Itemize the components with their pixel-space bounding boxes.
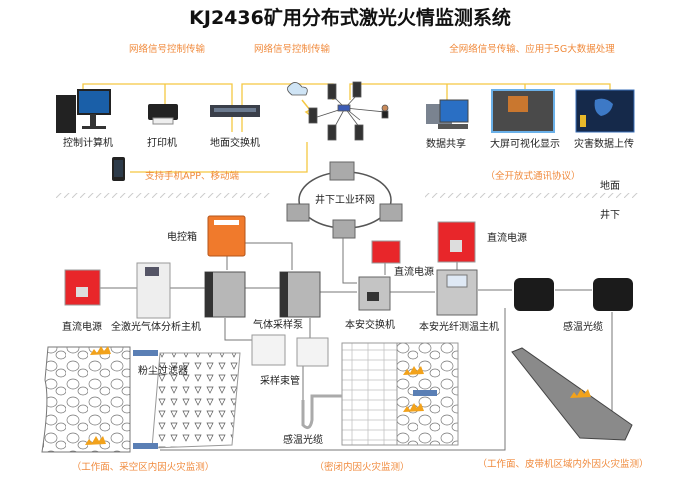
- device-label-printer: 打印机: [147, 136, 177, 149]
- label-gas-analyzer: 全激光气体分析主机: [111, 320, 201, 333]
- dc-power-mid: [371, 240, 401, 264]
- gas-analyzer: [136, 262, 171, 319]
- dc-power-left: [64, 269, 101, 306]
- device-label-surface-switch: 地面交换机: [210, 136, 260, 149]
- label-gas-pump: 气体采样泵: [253, 318, 303, 331]
- gas-pump-2: [279, 271, 321, 318]
- surface-zone-label: 地面: [600, 179, 620, 192]
- fiber-temperature-host: [436, 269, 478, 316]
- scene-label-belt: （工作面、皮带机区域内外因火灾监测）: [477, 458, 648, 470]
- ground-line-right: [425, 193, 640, 198]
- device-label-big-screen: 大屏可视化显示: [490, 137, 560, 150]
- goaf-scene: [41, 346, 241, 453]
- label-dc-power-right: 直流电源: [487, 231, 527, 244]
- link-label-1: 网络信号控制传输: [129, 43, 206, 55]
- control-computer-icon: [56, 89, 111, 133]
- label-dc-power-left: 直流电源: [62, 320, 102, 333]
- cable-reel-2: [593, 278, 633, 311]
- belt-conveyor-scene: [511, 347, 633, 441]
- device-label-control-computer: 控制计算机: [63, 136, 113, 149]
- gas-pump-1: [204, 271, 246, 318]
- label-safe-switch: 本安交换机: [345, 318, 395, 331]
- electric-control-box: [207, 215, 246, 257]
- label-dust-filter: 粉尘过滤器: [138, 364, 188, 377]
- label-cable-right: 感温光缆: [563, 320, 603, 333]
- label-electric-box: 电控箱: [167, 230, 197, 243]
- ring-network-label: 井下工业环网: [315, 193, 375, 206]
- sampling-boxes: [251, 334, 329, 367]
- label-sample-tube: 采样束管: [260, 374, 300, 387]
- big-screen-icon: [491, 89, 555, 133]
- mobile-phone-icon: [112, 157, 125, 181]
- diagram-title: KJ2436矿用分布式激光火情监测系统: [189, 6, 511, 29]
- surface-switch-icon: [210, 105, 260, 117]
- scene-label-sealed: （密闭内因火灾监测）: [314, 461, 409, 473]
- disaster-upload-icon: [575, 89, 635, 133]
- printer-icon: [148, 104, 178, 125]
- industrial-ring-network: [286, 161, 403, 239]
- ground-line-left: [55, 193, 270, 198]
- device-label-disaster-upload: 灾害数据上传: [574, 137, 634, 150]
- scene-label-goaf: （工作面、采空区内因火灾监测）: [72, 461, 215, 473]
- label-dc-power-mid: 直流电源: [394, 265, 434, 278]
- cable-reel-1: [514, 278, 554, 311]
- link-label-3: 全网络信号传输、应用于5G大数据处理: [449, 43, 615, 55]
- dc-power-right: [437, 221, 476, 263]
- data-share-icon: [426, 99, 469, 129]
- link-label-2: 网络信号控制传输: [254, 43, 331, 55]
- sealed-wall-scene: [301, 342, 459, 446]
- safe-switch: [358, 276, 391, 311]
- label-fiber-host: 本安光纤测温主机: [419, 320, 499, 333]
- connection-lines: [100, 238, 613, 451]
- underground-zone-label: 井下: [600, 208, 620, 221]
- server-network-icon: [287, 81, 389, 141]
- protocol-label: （全开放式通讯协议）: [485, 170, 580, 182]
- device-label-data-share: 数据共享: [426, 137, 466, 150]
- label-cable-bottom: 感温光缆: [283, 433, 323, 446]
- mobile-support-label: 支持手机APP、移动端: [145, 170, 239, 182]
